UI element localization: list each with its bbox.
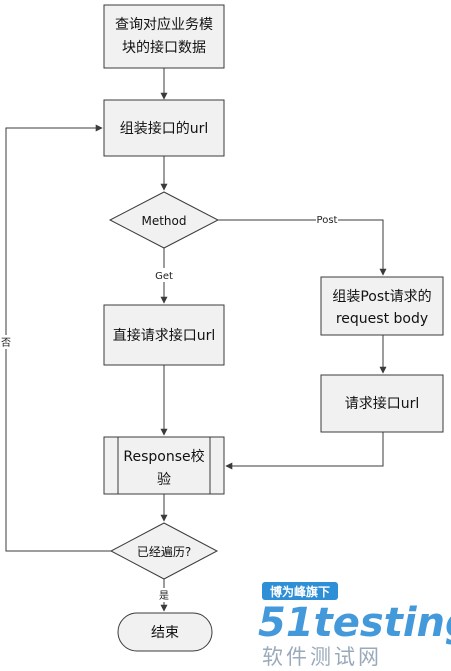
post-body-node: 组装Post请求的 request body: [320, 276, 444, 336]
no-label-bg: [0, 335, 12, 349]
post-request-node: 请求接口url: [320, 374, 444, 433]
end-node: 结束: [117, 612, 213, 652]
response-line-1: Response校: [123, 448, 204, 465]
post-label-bg: [316, 213, 338, 226]
query-line-1: 查询对应业务模: [115, 16, 213, 33]
query-line-2: 块的接口数据: [122, 39, 206, 56]
get-edge-label: Get: [155, 271, 173, 282]
method-decision-node: Method: [108, 191, 220, 249]
assemble-url-label: 组装接口的url: [120, 120, 209, 137]
edge-method-post: [218, 219, 387, 276]
end-label: 结束: [151, 625, 179, 641]
response-check-node: Response校 验: [103, 436, 225, 495]
post-request-label: 请求接口url: [345, 395, 420, 412]
watermark-subtitle: 软件测试网: [262, 645, 382, 669]
yes-label-bg: [157, 588, 171, 602]
get-request-label: 直接请求接口url: [113, 327, 216, 344]
edge-post-to-response: [225, 432, 384, 470]
traversed-label: 已经遍历?: [137, 545, 191, 559]
response-line-2: 验: [157, 472, 171, 488]
post-body-line-1: 组装Post请求的: [332, 289, 431, 305]
assemble-url-node: 组装接口的url: [103, 99, 225, 157]
query-data-node: 查询对应业务模 块的接口数据: [103, 4, 225, 69]
post-body-line-2: request body: [336, 311, 428, 327]
no-edge-label: 否: [1, 337, 11, 349]
edge-traversed-no-loop: [5, 124, 111, 552]
watermark-brand: 51testing: [258, 600, 451, 646]
yes-edge-label: 是: [159, 590, 169, 602]
get-label-bg: [152, 268, 176, 282]
watermark-logo: 博为峰旗下 51testing 软件测试网: [258, 582, 451, 669]
watermark-badge: 博为峰旗下: [270, 584, 330, 599]
post-edge-label: Post: [317, 215, 338, 226]
get-request-node: 直接请求接口url: [103, 304, 225, 366]
method-label: Method: [141, 214, 186, 228]
traversed-decision-node: 已经遍历?: [109, 522, 219, 580]
